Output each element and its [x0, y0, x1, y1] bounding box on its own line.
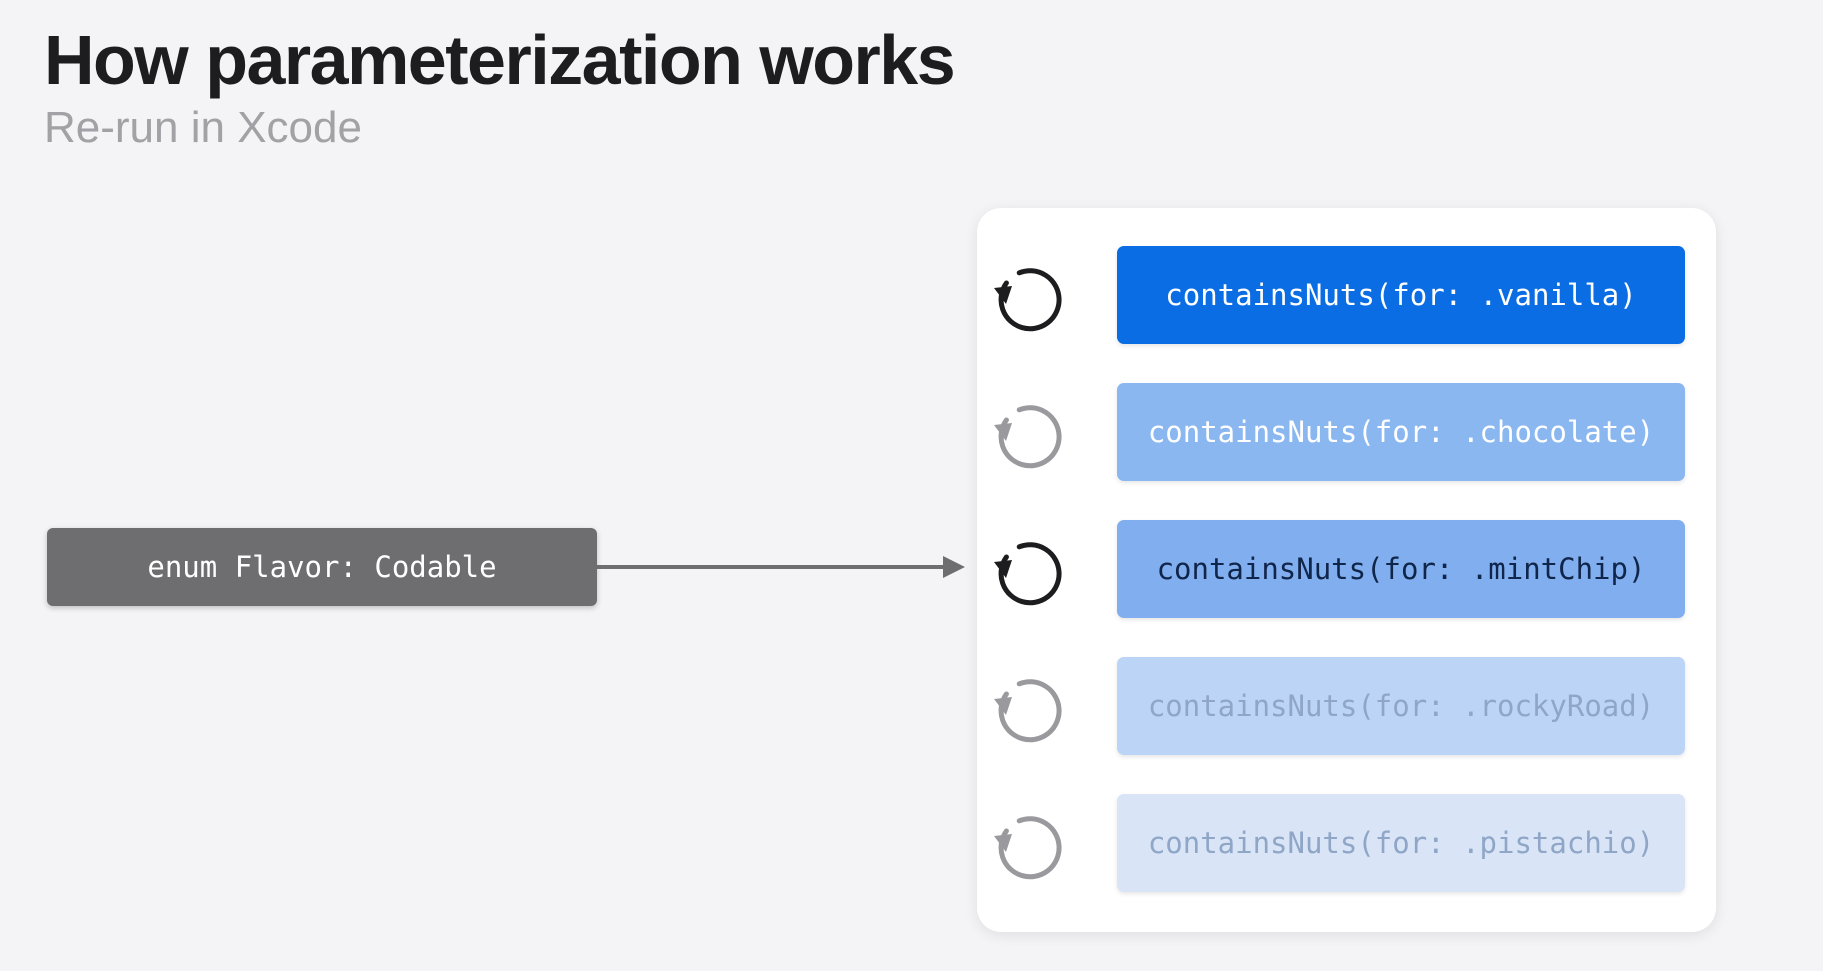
test-case-pistachio[interactable]: containsNuts(for: .pistachio)	[1117, 794, 1685, 892]
test-case-label: containsNuts(for: .rockyRoad)	[1147, 689, 1655, 723]
test-cases-panel: containsNuts(for: .vanilla) containsNuts…	[977, 208, 1716, 932]
test-case-row-pistachio: containsNuts(for: .pistachio)	[977, 794, 1716, 892]
test-case-rockyroad[interactable]: containsNuts(for: .rockyRoad)	[1117, 657, 1685, 755]
enum-flavor-label: enum Flavor: Codable	[147, 550, 497, 584]
test-case-row-mintchip: containsNuts(for: .mintChip)	[977, 520, 1716, 618]
slide-title: How parameterization works	[44, 21, 956, 99]
test-case-vanilla[interactable]: containsNuts(for: .vanilla)	[1117, 246, 1685, 344]
test-case-row-vanilla: containsNuts(for: .vanilla)	[977, 246, 1716, 344]
connector-arrow	[597, 556, 965, 578]
test-case-label: containsNuts(for: .pistachio)	[1147, 826, 1655, 860]
arrowhead-icon	[943, 556, 965, 578]
test-case-row-chocolate: containsNuts(for: .chocolate)	[977, 383, 1716, 481]
test-case-chocolate[interactable]: containsNuts(for: .chocolate)	[1117, 383, 1685, 481]
enum-flavor-box: enum Flavor: Codable	[47, 528, 597, 606]
rerun-icon[interactable]	[993, 262, 1067, 334]
test-case-label: containsNuts(for: .mintChip)	[1156, 552, 1646, 586]
test-case-row-rockyroad: containsNuts(for: .rockyRoad)	[977, 657, 1716, 755]
test-case-label: containsNuts(for: .vanilla)	[1165, 278, 1637, 312]
rerun-icon[interactable]	[993, 673, 1067, 745]
slide-subtitle: Re-run in Xcode	[44, 103, 362, 152]
test-case-label: containsNuts(for: .chocolate)	[1147, 415, 1655, 449]
rerun-icon[interactable]	[993, 536, 1067, 608]
test-case-mintchip[interactable]: containsNuts(for: .mintChip)	[1117, 520, 1685, 618]
rerun-icon[interactable]	[993, 399, 1067, 471]
rerun-icon[interactable]	[993, 810, 1067, 882]
